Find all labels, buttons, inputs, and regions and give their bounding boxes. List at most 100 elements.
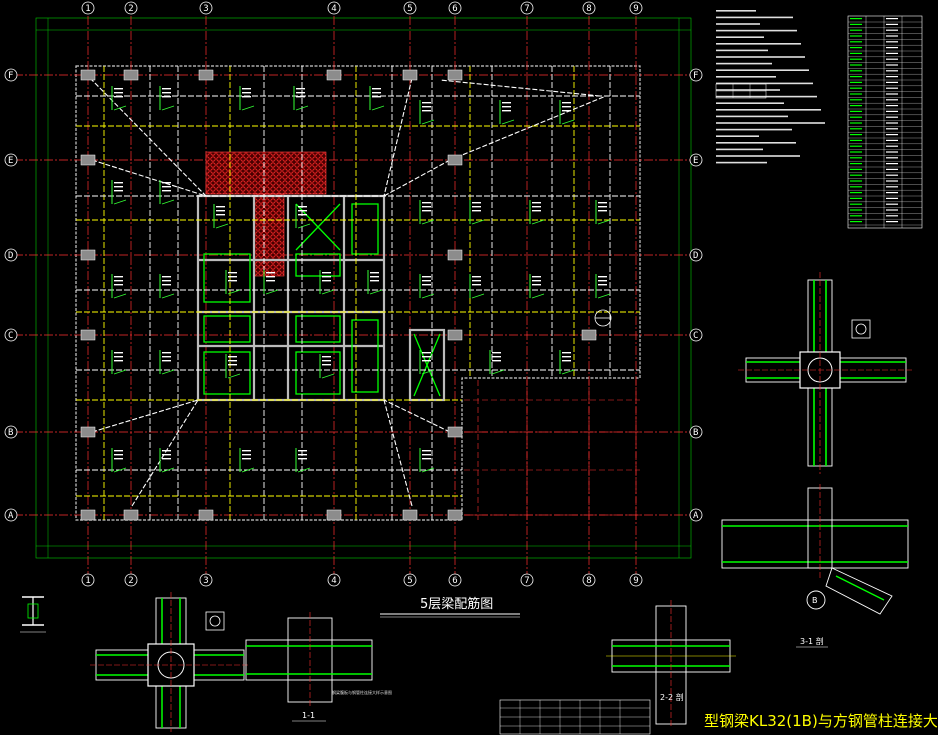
axis-bubble-col [124, 1, 138, 15]
rebar-text-mark [422, 206, 431, 208]
rebar-leader [501, 119, 515, 125]
rebar-text-mark [370, 276, 379, 278]
rebar-text-mark [114, 356, 123, 358]
axis-bubble-row [689, 248, 703, 262]
schedule-mark [886, 192, 898, 194]
plan-dimension-frame [35, 17, 692, 559]
rebar-text-mark [114, 88, 123, 90]
schedule-mark [850, 116, 862, 118]
column-section [80, 249, 96, 261]
rebar-text-mark [370, 280, 379, 282]
steel-columns [80, 69, 597, 521]
rebar-leader [297, 467, 311, 473]
column-section [123, 509, 139, 521]
core-hatch-strip [253, 193, 285, 277]
rebar-text-mark [228, 280, 237, 282]
axis-label-row: A [693, 511, 699, 521]
schedule-mark [886, 209, 898, 211]
schedule-mark [850, 203, 862, 205]
note-line [716, 69, 809, 71]
rebar-text-mark [228, 364, 237, 366]
schedule-mark [850, 52, 862, 54]
rebar-text-mark [598, 276, 607, 278]
rebar-text-mark [502, 106, 511, 108]
rebar-text-mark [114, 458, 123, 460]
rebar-leader [561, 369, 575, 375]
core-hatch-area [205, 151, 327, 195]
section-1-1-title: 1-1 [302, 711, 315, 720]
rebar-text-mark [162, 276, 171, 278]
schedule-mark [886, 35, 898, 37]
axis-label-col: 1 [85, 4, 90, 14]
rebar-leader [561, 119, 575, 125]
schedule-mark [850, 64, 862, 66]
rebar-text-mark [216, 214, 225, 216]
rebar-leader [227, 373, 241, 379]
rebar-text-mark [228, 360, 237, 362]
column-section [447, 154, 463, 166]
rebar-text-mark [372, 88, 381, 90]
note-line [716, 49, 768, 52]
schedule-mark [886, 81, 898, 83]
rebar-text-mark [242, 454, 251, 456]
slab-outline [75, 65, 641, 521]
beam-layout [76, 66, 640, 520]
rebar-text-mark [562, 110, 571, 112]
rebar-text-mark [162, 96, 171, 98]
rebar-text-mark [562, 352, 571, 354]
rebar-text-mark [242, 88, 251, 90]
rebar-text-mark [422, 352, 431, 354]
rebar-leader [161, 105, 175, 111]
note-line [716, 122, 825, 124]
rebar-text-mark [562, 106, 571, 108]
rebar-text-mark [422, 450, 431, 452]
schedule-mark [850, 221, 862, 223]
column-section [326, 509, 342, 521]
rebar-text-mark [372, 96, 381, 98]
note-line [716, 142, 796, 144]
rebar-text-mark [298, 454, 307, 456]
rebar-text-mark [322, 280, 331, 282]
rebar-text-mark [422, 110, 431, 112]
schedule-mark [886, 105, 898, 107]
schedule-mark [886, 47, 898, 49]
note-line [716, 10, 756, 12]
rebar-text-mark [114, 186, 123, 188]
column-section [447, 509, 463, 521]
rebar-leader [113, 199, 127, 205]
rebar-text-mark [322, 272, 331, 274]
plan-connection-detail [90, 592, 250, 732]
rebar-text-mark [422, 106, 431, 108]
axis-label-col: 4 [331, 576, 336, 586]
rebar-leader [215, 223, 229, 229]
rebar-leader [597, 293, 611, 299]
rebar-leader [161, 199, 175, 205]
rebar-text-mark [492, 356, 501, 358]
schedule-mark [850, 134, 862, 136]
rebar-text-mark [322, 364, 331, 366]
rebar-text-mark [298, 458, 307, 460]
schedule-mark [850, 76, 862, 78]
rebar-text-mark [472, 210, 481, 212]
schedule-mark [850, 93, 862, 95]
schedule-mark [886, 134, 898, 136]
axis-bubble-col [582, 573, 596, 587]
schedule-mark [850, 105, 862, 107]
note-line [716, 36, 764, 38]
rebar-text-mark [422, 202, 431, 204]
column-section [80, 329, 96, 341]
axis-label-col: 9 [633, 4, 638, 14]
axis-bubble-row [4, 328, 18, 342]
rebar-text-mark [114, 284, 123, 286]
rebar-text-mark [114, 352, 123, 354]
rebar-annotations [111, 86, 611, 473]
schedule-mark [886, 99, 898, 101]
rebar-text-mark [322, 356, 331, 358]
rebar-text-mark [422, 102, 431, 104]
column-section [80, 154, 96, 166]
rebar-text-mark [266, 276, 275, 278]
column-section [198, 509, 214, 521]
rebar-text-mark [422, 356, 431, 358]
schedule-mark [850, 58, 862, 60]
